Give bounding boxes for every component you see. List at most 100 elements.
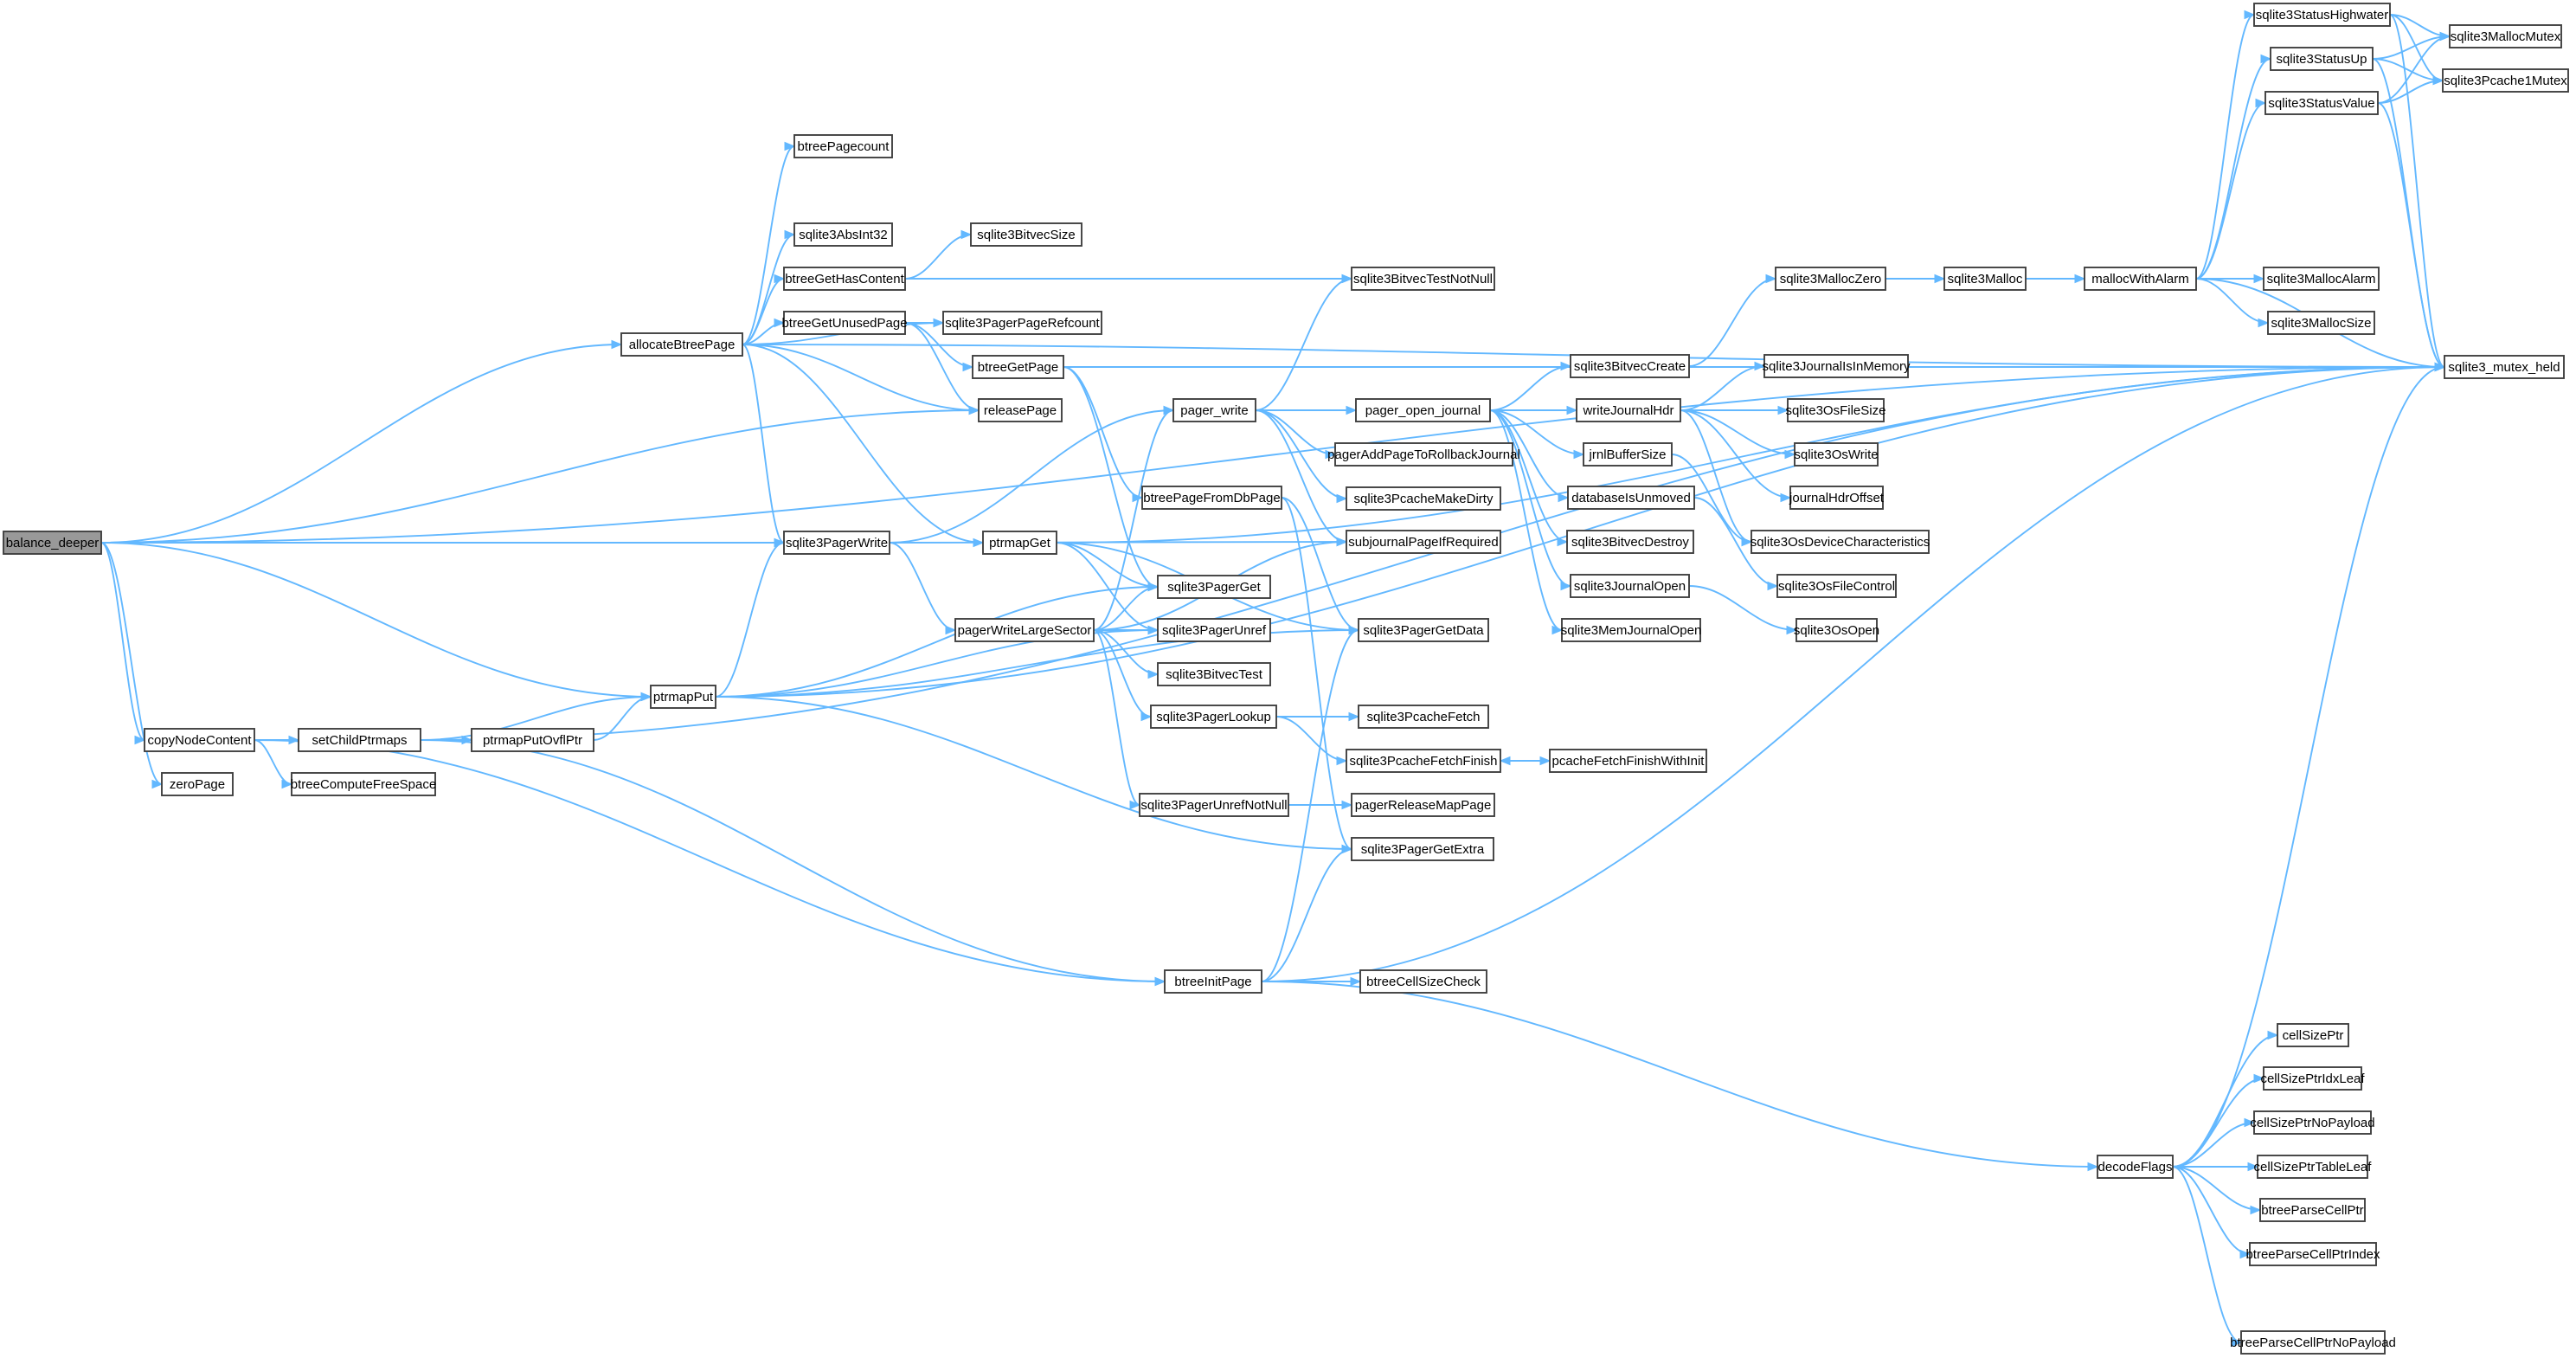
- node-balance_deeper[interactable]: balance_deeper: [3, 531, 102, 555]
- node-sqlite3BitvecTest[interactable]: sqlite3BitvecTest: [1157, 662, 1271, 686]
- node-box[interactable]: [2240, 1330, 2386, 1355]
- node-databaseIsUnmoved[interactable]: databaseIsUnmoved: [1567, 486, 1695, 510]
- node-cellSizePtr[interactable]: cellSizePtr: [2277, 1023, 2349, 1047]
- node-box[interactable]: [1172, 398, 1256, 422]
- node-box[interactable]: [2264, 91, 2379, 115]
- node-mallocWithAlarm[interactable]: mallocWithAlarm: [2084, 267, 2197, 291]
- node-btreeParseCellPtrNoPayload[interactable]: btreeParseCellPtrNoPayload: [2230, 1330, 2396, 1355]
- node-btreeCellSizeCheck[interactable]: btreeCellSizeCheck: [1359, 969, 1487, 994]
- node-box[interactable]: [1359, 969, 1487, 994]
- node-box[interactable]: [2270, 47, 2374, 71]
- node-box[interactable]: [1139, 793, 1289, 817]
- node-box[interactable]: [650, 685, 716, 709]
- node-box[interactable]: [1943, 267, 2027, 291]
- node-box[interactable]: [1351, 267, 1495, 291]
- node-sqlite3PagerGetExtra[interactable]: sqlite3PagerGetExtra: [1351, 837, 1494, 861]
- node-sqlite3Pcache1Mutex[interactable]: sqlite3Pcache1Mutex: [2442, 68, 2569, 93]
- node-box[interactable]: [1561, 618, 1701, 642]
- node-box[interactable]: [291, 772, 436, 796]
- node-box[interactable]: [1150, 705, 1277, 729]
- node-sqlite3MallocAlarm[interactable]: sqlite3MallocAlarm: [2263, 267, 2380, 291]
- node-box[interactable]: [982, 531, 1057, 555]
- node-box[interactable]: [2442, 68, 2569, 93]
- node-releasePage[interactable]: releasePage: [978, 398, 1063, 422]
- node-box[interactable]: [1567, 486, 1695, 510]
- node-sqlite3StatusUp[interactable]: sqlite3StatusUp: [2270, 47, 2374, 71]
- node-box[interactable]: [1576, 398, 1681, 422]
- node-box[interactable]: [3, 531, 102, 555]
- node-pagerAddPageToRollbackJournal[interactable]: pagerAddPageToRollbackJournal: [1327, 442, 1520, 467]
- node-zeroPage[interactable]: zeroPage: [161, 772, 234, 796]
- node-box[interactable]: [2084, 267, 2197, 291]
- node-setChildPtrmaps[interactable]: setChildPtrmaps: [298, 728, 421, 752]
- node-box[interactable]: [2277, 1023, 2349, 1047]
- node-box[interactable]: [161, 772, 234, 796]
- node-box[interactable]: [144, 728, 255, 752]
- node-box[interactable]: [1570, 354, 1690, 378]
- node-sqlite3BitvecDestroy[interactable]: sqlite3BitvecDestroy: [1566, 530, 1694, 554]
- node-box[interactable]: [1358, 705, 1489, 729]
- node-sqlite3PcacheFetch[interactable]: sqlite3PcacheFetch: [1358, 705, 1489, 729]
- node-sqlite3PagerLookup[interactable]: sqlite3PagerLookup: [1150, 705, 1277, 729]
- node-box[interactable]: [1157, 662, 1271, 686]
- node-sqlite3OsWrite[interactable]: sqlite3OsWrite: [1794, 442, 1879, 467]
- node-copyNodeContent[interactable]: copyNodeContent: [144, 728, 255, 752]
- node-box[interactable]: [1164, 969, 1262, 994]
- node-sqlite3BitvecTestNotNull[interactable]: sqlite3BitvecTestNotNull: [1351, 267, 1495, 291]
- node-box[interactable]: [942, 311, 1102, 335]
- node-box[interactable]: [1351, 793, 1495, 817]
- node-journalHdrOffset[interactable]: journalHdrOffset: [1789, 486, 1885, 510]
- node-btreeGetPage[interactable]: btreeGetPage: [972, 355, 1064, 379]
- node-sqlite3MemJournalOpen[interactable]: sqlite3MemJournalOpen: [1561, 618, 1702, 642]
- node-ptrmapPutOvflPtr[interactable]: ptrmapPutOvflPtr: [471, 728, 594, 752]
- node-pagerReleaseMapPage[interactable]: pagerReleaseMapPage: [1351, 793, 1495, 817]
- node-btreeParseCellPtrIndex[interactable]: btreeParseCellPtrIndex: [2245, 1242, 2380, 1266]
- node-sqlite3PagerPageRefcount[interactable]: sqlite3PagerPageRefcount: [942, 311, 1102, 335]
- node-sqlite3BitvecSize[interactable]: sqlite3BitvecSize: [970, 222, 1082, 247]
- node-box[interactable]: [2444, 355, 2565, 379]
- node-box[interactable]: [1776, 574, 1897, 598]
- node-box[interactable]: [793, 134, 893, 158]
- node-box[interactable]: [2263, 1066, 2362, 1091]
- node-box[interactable]: [970, 222, 1082, 247]
- node-pcacheFetchFinishWithInit[interactable]: pcacheFetchFinishWithInit: [1549, 749, 1707, 773]
- node-box[interactable]: [783, 267, 906, 291]
- node-sqlite3Malloc[interactable]: sqlite3Malloc: [1943, 267, 2027, 291]
- node-box[interactable]: [1566, 530, 1694, 554]
- node-sqlite3PagerGetData[interactable]: sqlite3PagerGetData: [1358, 618, 1489, 642]
- node-sqlite3AbsInt32[interactable]: sqlite3AbsInt32: [793, 222, 893, 247]
- node-allocateBtreePage[interactable]: allocateBtreePage: [620, 332, 743, 357]
- node-sqlite3PagerWrite[interactable]: sqlite3PagerWrite: [783, 531, 890, 555]
- node-box[interactable]: [1789, 486, 1884, 510]
- node-ptrmapPut[interactable]: ptrmapPut: [650, 685, 716, 709]
- node-sqlite3PagerUnrefNotNull[interactable]: sqlite3PagerUnrefNotNull: [1139, 793, 1289, 817]
- node-box[interactable]: [783, 311, 906, 335]
- node-box[interactable]: [793, 222, 893, 247]
- node-sqlite3PcacheFetchFinish[interactable]: sqlite3PcacheFetchFinish: [1346, 749, 1501, 773]
- node-sqlite3PcacheMakeDirty[interactable]: sqlite3PcacheMakeDirty: [1346, 486, 1501, 511]
- node-box[interactable]: [1570, 574, 1690, 598]
- node-box[interactable]: [954, 618, 1095, 642]
- node-box[interactable]: [1157, 575, 1271, 599]
- node-box[interactable]: [2253, 3, 2391, 27]
- node-btreeComputeFreeSpace[interactable]: btreeComputeFreeSpace: [291, 772, 436, 796]
- node-btreeInitPage[interactable]: btreeInitPage: [1164, 969, 1262, 994]
- node-box[interactable]: [1141, 486, 1282, 510]
- node-sqlite3PagerGet[interactable]: sqlite3PagerGet: [1157, 575, 1271, 599]
- node-box[interactable]: [2253, 1110, 2372, 1135]
- node-sqlite3MallocZero[interactable]: sqlite3MallocZero: [1775, 267, 1886, 291]
- node-box[interactable]: [2263, 267, 2380, 291]
- node-sqlite3StatusValue[interactable]: sqlite3StatusValue: [2264, 91, 2379, 115]
- node-box[interactable]: [1334, 442, 1513, 467]
- node-sqlite3StatusHighwater[interactable]: sqlite3StatusHighwater: [2253, 3, 2391, 27]
- node-box[interactable]: [1157, 618, 1271, 642]
- node-box[interactable]: [972, 355, 1064, 379]
- node-box[interactable]: [620, 332, 743, 357]
- node-sqlite3OsOpen[interactable]: sqlite3OsOpen: [1794, 618, 1879, 642]
- node-box[interactable]: [1751, 530, 1930, 554]
- node-sqlite3JournalOpen[interactable]: sqlite3JournalOpen: [1570, 574, 1690, 598]
- node-sqlite3MallocSize[interactable]: sqlite3MallocSize: [2267, 311, 2375, 335]
- node-cellSizePtrNoPayload[interactable]: cellSizePtrNoPayload: [2250, 1110, 2375, 1135]
- node-box[interactable]: [1355, 398, 1491, 422]
- node-box[interactable]: [1775, 267, 1886, 291]
